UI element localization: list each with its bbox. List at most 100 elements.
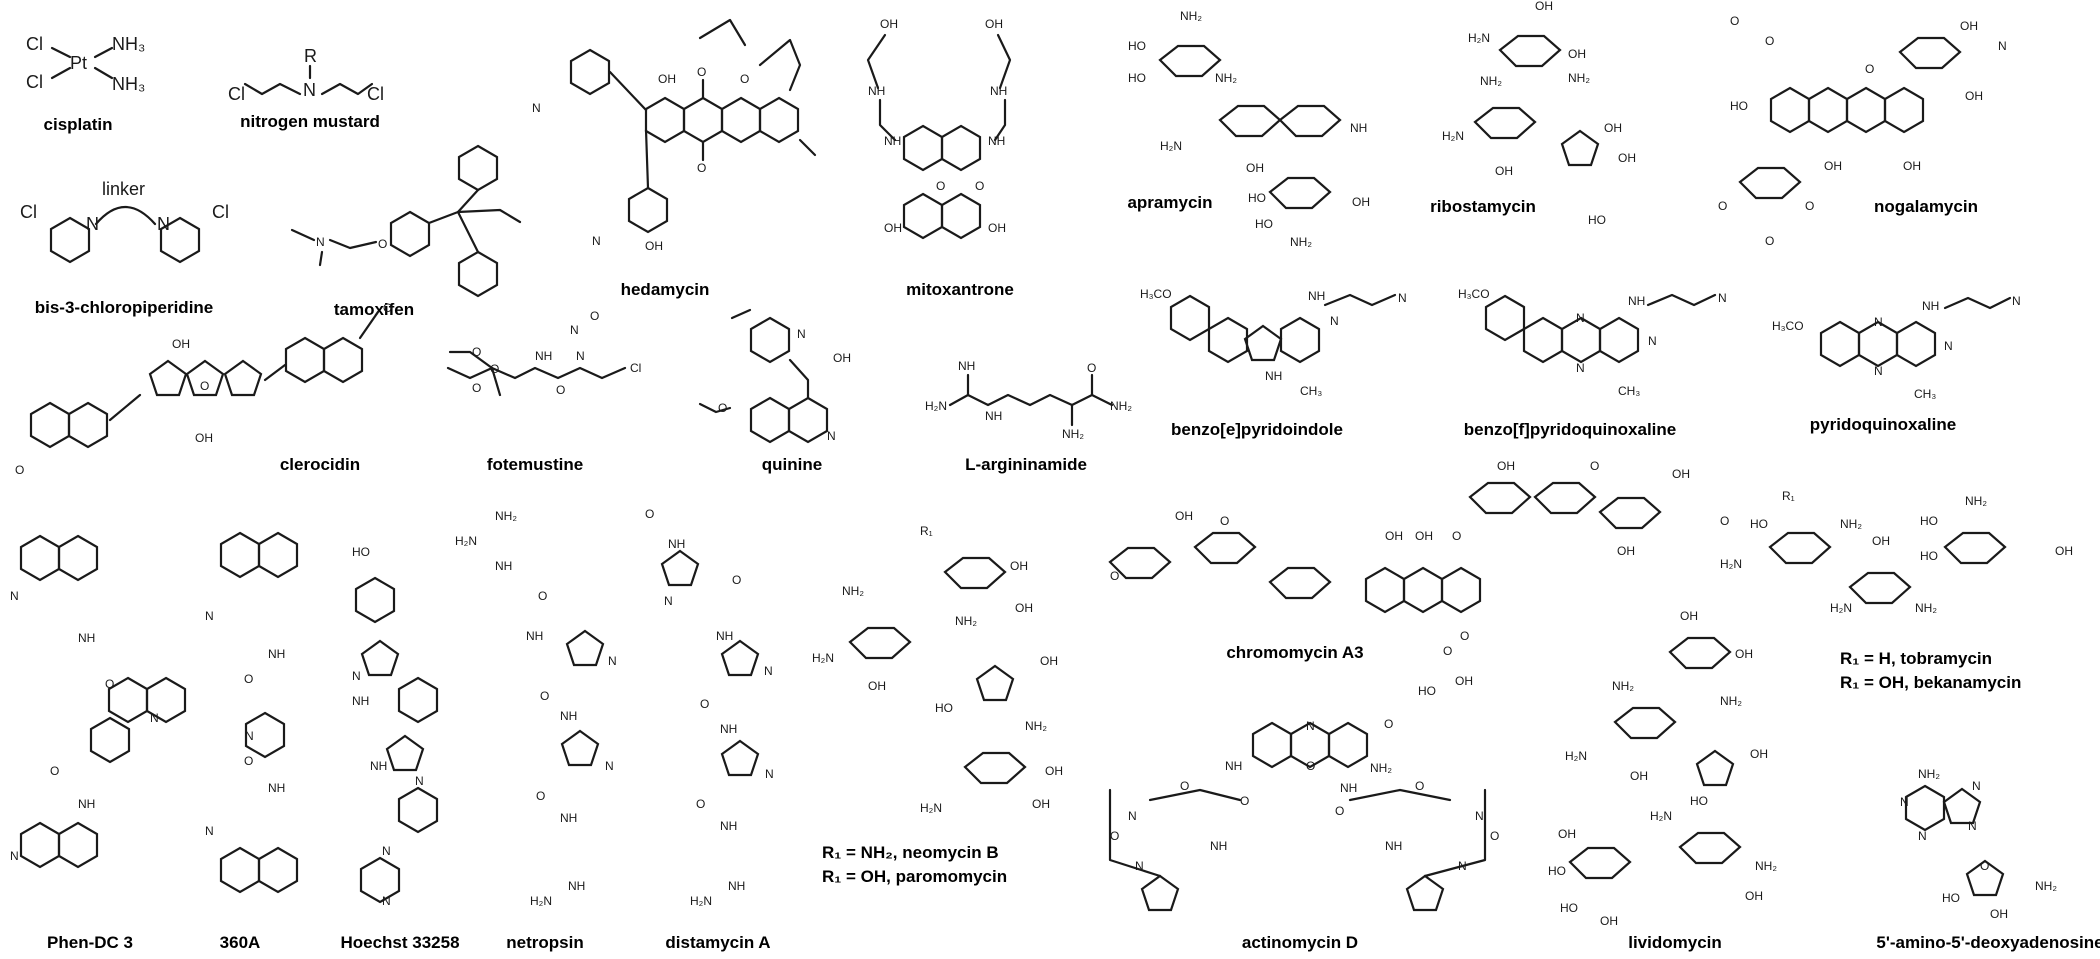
svg-text:HO: HO xyxy=(1588,213,1606,227)
svg-text:N: N xyxy=(532,101,541,115)
svg-text:OH: OH xyxy=(1903,159,1921,173)
svg-text:NH: NH xyxy=(1265,369,1282,383)
svg-text:NH: NH xyxy=(1385,839,1402,853)
svg-text:O: O xyxy=(1087,361,1096,375)
caption-paromomycin: R₁ = OH, paromomycin xyxy=(822,867,1007,886)
svg-text:O: O xyxy=(697,65,706,79)
svg-text:HO: HO xyxy=(1128,71,1146,85)
svg-text:CH₃: CH₃ xyxy=(1914,387,1936,401)
netropsin-structure: NH₂ H₂N NH O NH N O NH N O NH NH H₂N xyxy=(455,509,617,908)
svg-text:NH: NH xyxy=(1628,294,1645,308)
svg-text:O: O xyxy=(383,301,392,315)
svg-text:NH₂: NH₂ xyxy=(1480,74,1502,88)
svg-text:O: O xyxy=(1240,794,1249,808)
svg-text:O: O xyxy=(1110,569,1119,583)
svg-text:N: N xyxy=(1972,779,1981,793)
svg-text:H₃CO: H₃CO xyxy=(1140,287,1172,301)
svg-text:HO: HO xyxy=(1690,794,1708,808)
svg-text:NH₂: NH₂ xyxy=(1568,71,1590,85)
linker-label: linker xyxy=(102,179,145,199)
svg-text:OH: OH xyxy=(985,17,1003,31)
svg-text:OH: OH xyxy=(658,72,676,86)
svg-text:O: O xyxy=(244,754,253,768)
svg-text:NH₂: NH₂ xyxy=(1370,761,1392,775)
svg-text:O: O xyxy=(1306,759,1315,773)
svg-text:NH₂: NH₂ xyxy=(1290,235,1312,249)
svg-text:NH: NH xyxy=(988,134,1005,148)
svg-text:N: N xyxy=(1874,364,1883,378)
svg-text:HO: HO xyxy=(1942,891,1960,905)
svg-text:NH: NH xyxy=(1308,289,1325,303)
svg-text:O: O xyxy=(1730,14,1739,28)
svg-text:N: N xyxy=(316,235,325,249)
compound-name-nitrogen-mustard: nitrogen mustard xyxy=(240,112,380,131)
chromomycin-a3-structure: OH O O OH OH O O O OH HO OH O OH OH O xyxy=(1108,459,1729,698)
svg-text:NH₂: NH₂ xyxy=(1755,859,1777,873)
svg-text:OH: OH xyxy=(1600,914,1618,928)
svg-text:O: O xyxy=(1590,459,1599,473)
svg-text:NH: NH xyxy=(495,559,512,573)
svg-text:N: N xyxy=(592,234,601,248)
svg-text:OH: OH xyxy=(1558,827,1576,841)
svg-text:OH: OH xyxy=(1568,47,1586,61)
svg-text:OH: OH xyxy=(1618,151,1636,165)
svg-text:O: O xyxy=(1220,514,1229,528)
svg-text:N: N xyxy=(570,323,579,337)
svg-text:N: N xyxy=(1306,719,1315,733)
svg-text:H₂N: H₂N xyxy=(1830,601,1852,615)
svg-text:NH: NH xyxy=(868,84,885,98)
svg-text:OH: OH xyxy=(645,239,663,253)
svg-text:OH: OH xyxy=(1750,747,1768,761)
svg-text:OH: OH xyxy=(2055,544,2073,558)
svg-text:OH: OH xyxy=(1010,559,1028,573)
nh3-group: NH₃ xyxy=(112,34,145,54)
svg-text:NH₂: NH₂ xyxy=(1062,427,1084,441)
svg-text:O: O xyxy=(244,672,253,686)
svg-text:HO: HO xyxy=(1560,901,1578,915)
svg-text:HO: HO xyxy=(1255,217,1273,231)
svg-text:NH: NH xyxy=(985,409,1002,423)
svg-text:O: O xyxy=(1335,804,1344,818)
pyridoquinoxaline-structure: H₃CO N N N NH CH₃ N xyxy=(1772,294,2021,401)
cl-atom: Cl xyxy=(26,34,43,54)
svg-text:OH: OH xyxy=(1535,0,1553,13)
svg-text:N: N xyxy=(150,711,159,725)
svg-text:HO: HO xyxy=(1128,39,1146,53)
svg-text:NH: NH xyxy=(1350,121,1367,135)
compound-name-fotemustine: fotemustine xyxy=(487,455,583,474)
svg-text:H₂N: H₂N xyxy=(530,894,552,908)
svg-text:NH: NH xyxy=(1210,839,1227,853)
svg-text:N: N xyxy=(765,767,774,781)
svg-text:NH: NH xyxy=(535,349,552,363)
svg-text:Cl: Cl xyxy=(212,202,229,222)
svg-text:N: N xyxy=(1918,829,1927,843)
bis-3-chloropiperidine-structure: N N linker Cl Cl xyxy=(20,179,229,264)
compound-name-5-amino-5-deoxyadenosine: 5'-amino-5'-deoxyadenosine xyxy=(1876,933,2100,952)
svg-text:NH: NH xyxy=(78,631,95,645)
compound-name-cisplatin: cisplatin xyxy=(44,115,113,134)
svg-text:N: N xyxy=(205,824,214,838)
fotemustine-structure: O O O NH O N N O Cl xyxy=(446,309,641,397)
compound-name-benzo-f-pyridoquinoxaline: benzo[f]pyridoquinoxaline xyxy=(1464,420,1677,439)
lividomycin-structure: OH OH NH₂ NH₂ H₂N OH OH HO H₂N NH₂ OH OH… xyxy=(1548,609,1777,928)
svg-text:NH: NH xyxy=(1225,759,1242,773)
caption-bekanamycin: R₁ = OH, bekanamycin xyxy=(1840,673,2021,692)
compound-name-benzo-e-pyridoindole: benzo[e]pyridoindole xyxy=(1171,420,1343,439)
compound-name-nogalamycin: nogalamycin xyxy=(1874,197,1978,216)
svg-text:O: O xyxy=(536,789,545,803)
compound-name-lividomycin: lividomycin xyxy=(1628,933,1722,952)
svg-text:OH: OH xyxy=(1672,467,1690,481)
svg-text:N: N xyxy=(764,664,773,678)
compound-name-clerocidin: clerocidin xyxy=(280,455,360,474)
svg-text:O: O xyxy=(1384,717,1393,731)
svg-text:NH: NH xyxy=(668,537,685,551)
cl-atom: Cl xyxy=(26,72,43,92)
svg-text:O: O xyxy=(645,507,654,521)
mitoxantrone-structure: O O NH NH NH NH OH OH OH OH xyxy=(866,17,1012,240)
svg-text:OH: OH xyxy=(1960,19,1978,33)
tamoxifen-structure: O N xyxy=(290,144,522,298)
svg-text:OH: OH xyxy=(1735,647,1753,661)
svg-text:H₂N: H₂N xyxy=(920,801,942,815)
svg-text:NH₂: NH₂ xyxy=(495,509,517,523)
svg-text:N: N xyxy=(608,654,617,668)
